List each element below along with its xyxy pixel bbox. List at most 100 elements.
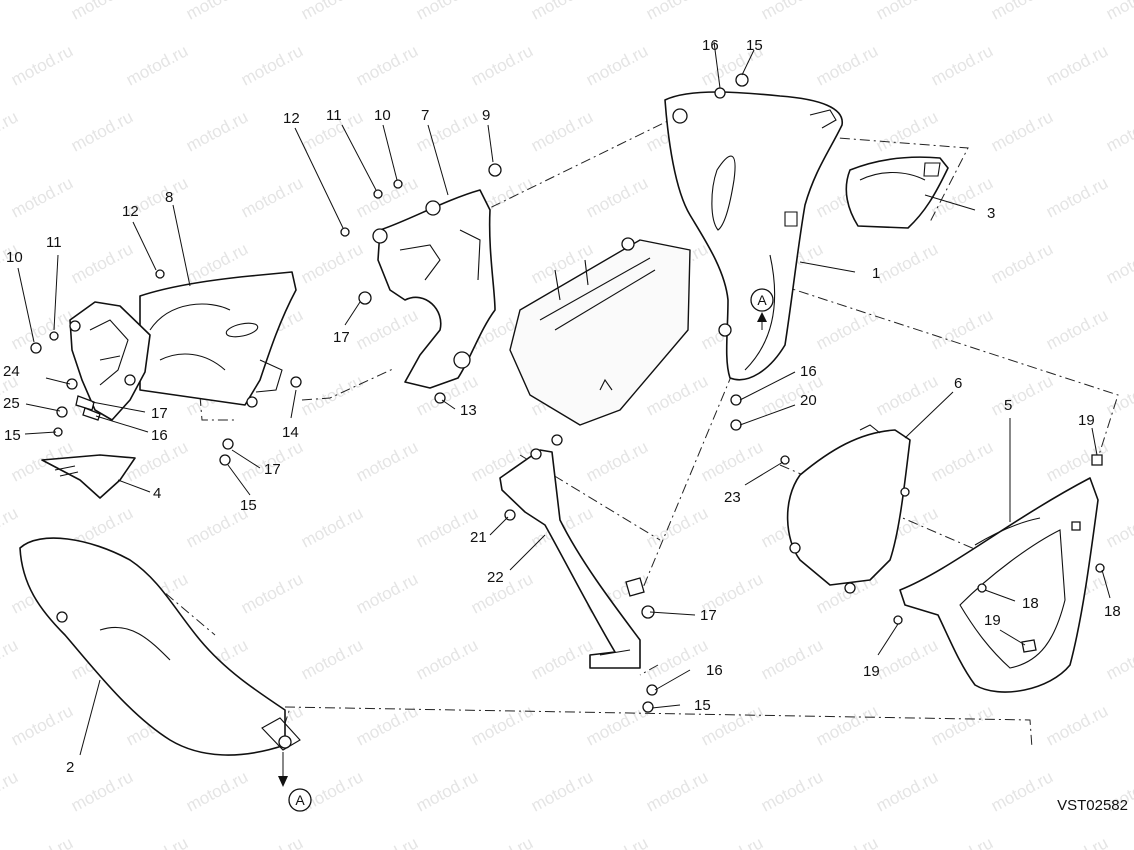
watermark-text: motod.ru bbox=[298, 239, 366, 287]
watermark-text: motod.ru bbox=[873, 0, 941, 24]
watermark-text: motod.ru bbox=[413, 635, 481, 683]
watermark-text: motod.ru bbox=[1103, 635, 1134, 683]
svg-text:A: A bbox=[757, 292, 767, 308]
watermark-text: motod.ru bbox=[298, 371, 366, 419]
callout-22: 22 bbox=[487, 569, 504, 586]
watermark-text: motod.ru bbox=[0, 767, 21, 815]
callout-17-left: 17 bbox=[151, 405, 168, 422]
watermark-text: motod.ru bbox=[8, 173, 76, 221]
watermark-text: motod.ru bbox=[1103, 503, 1134, 551]
watermark-text: motod.ru bbox=[988, 371, 1056, 419]
watermark-text: motod.ru bbox=[583, 173, 651, 221]
callout-15-top: 15 bbox=[746, 37, 763, 54]
callout-9: 9 bbox=[482, 107, 490, 124]
watermark-text: motod.ru bbox=[68, 107, 136, 155]
callout-1: 1 bbox=[872, 265, 880, 282]
watermark-text: motod.ru bbox=[0, 0, 21, 24]
callout-18-mid: 18 bbox=[1022, 595, 1039, 612]
part-7-central-bracket bbox=[372, 189, 496, 389]
watermark-text: motod.ru bbox=[353, 41, 421, 89]
watermark-text: motod.ru bbox=[758, 0, 826, 24]
watermark-text: motod.ru bbox=[8, 41, 76, 89]
watermark-text: motod.ru bbox=[528, 107, 596, 155]
watermark-text: motod.ru bbox=[928, 305, 996, 353]
watermark-text: motod.ru bbox=[928, 437, 996, 485]
watermark-text: motod.ru bbox=[583, 833, 651, 850]
watermark-text: motod.ru bbox=[468, 701, 536, 749]
watermark-text: motod.ru bbox=[528, 635, 596, 683]
callout-12-left: 12 bbox=[122, 203, 139, 220]
callout-6: 6 bbox=[954, 375, 962, 392]
watermark-text: motod.ru bbox=[68, 239, 136, 287]
callout-12-upper: 12 bbox=[283, 110, 300, 127]
part-4-trim bbox=[41, 454, 136, 499]
watermark-text: motod.ru bbox=[238, 569, 306, 617]
watermark-text: motod.ru bbox=[758, 635, 826, 683]
watermark-text: motod.ru bbox=[298, 0, 366, 24]
callout-25: 25 bbox=[3, 395, 20, 412]
callout-16-bottom: 16 bbox=[706, 662, 723, 679]
watermark-text: motod.ru bbox=[583, 437, 651, 485]
callout-11-upper: 11 bbox=[326, 107, 342, 124]
watermark-text: motod.ru bbox=[583, 41, 651, 89]
watermark-text: motod.ru bbox=[238, 173, 306, 221]
leader-lines bbox=[17, 41, 1111, 756]
watermark-text: motod.ru bbox=[643, 767, 711, 815]
watermark-text: motod.ru bbox=[68, 0, 136, 24]
watermark-text: motod.ru bbox=[353, 437, 421, 485]
watermark-text: motod.ru bbox=[643, 635, 711, 683]
watermark-text: motod.ru bbox=[238, 833, 306, 850]
watermark-text: motod.ru bbox=[413, 767, 481, 815]
watermark-text: motod.ru bbox=[353, 173, 421, 221]
watermark-text: motod.ru bbox=[8, 701, 76, 749]
watermark-text: motod.ru bbox=[813, 305, 881, 353]
callout-17-lower: 17 bbox=[264, 461, 281, 478]
callout-3: 3 bbox=[987, 205, 995, 222]
callout-11-left: 11 bbox=[46, 234, 62, 251]
watermark-text: motod.ru bbox=[988, 239, 1056, 287]
callout-4: 4 bbox=[153, 485, 161, 502]
watermark-text: motod.ru bbox=[1103, 371, 1134, 419]
watermark-text: motod.ru bbox=[123, 41, 191, 89]
watermark-text: motod.ru bbox=[583, 701, 651, 749]
watermark-text: motod.ru bbox=[1043, 173, 1111, 221]
watermark-text: motod.ru bbox=[468, 41, 536, 89]
watermark-text: motod.ru bbox=[928, 701, 996, 749]
callout-21: 21 bbox=[470, 529, 487, 546]
watermark-text: motod.ru bbox=[68, 767, 136, 815]
callout-16-top: 16 bbox=[702, 37, 719, 54]
watermark-text: motod.ru bbox=[238, 41, 306, 89]
watermark-text: motod.ru bbox=[873, 239, 941, 287]
watermark-text: motod.ru bbox=[873, 371, 941, 419]
callout-15-bottom: 15 bbox=[694, 697, 711, 714]
watermark-text: motod.ru bbox=[643, 371, 711, 419]
callout-10-upper: 10 bbox=[374, 107, 391, 124]
left-bracket-assembly bbox=[69, 301, 151, 421]
drawing-code: VST02582 bbox=[1057, 797, 1128, 814]
part-1-side-panel bbox=[664, 91, 843, 381]
watermark-text: motod.ru bbox=[1043, 305, 1111, 353]
reference-marker-a-lower: A bbox=[278, 752, 312, 812]
watermark-text: motod.ru bbox=[1103, 0, 1134, 24]
watermark-text: motod.ru bbox=[353, 305, 421, 353]
part-22-support-strut bbox=[499, 448, 645, 669]
watermark-text: motod.ru bbox=[988, 767, 1056, 815]
part-8-inner-panel bbox=[139, 271, 297, 408]
callout-15-lower: 15 bbox=[240, 497, 257, 514]
watermark-text: motod.ru bbox=[0, 635, 21, 683]
watermark-text: motod.ru bbox=[1103, 107, 1134, 155]
callout-24: 24 bbox=[3, 363, 20, 380]
radiator bbox=[509, 237, 691, 426]
callout-18-right: 18 bbox=[1104, 603, 1121, 620]
watermark-text: motod.ru bbox=[758, 767, 826, 815]
callout-5: 5 bbox=[1004, 397, 1012, 414]
watermark-text: motod.ru bbox=[123, 833, 191, 850]
callout-2: 2 bbox=[66, 759, 74, 776]
part-5-lower-fairing bbox=[899, 454, 1103, 693]
watermark-text: motod.ru bbox=[928, 833, 996, 850]
watermark-text: motod.ru bbox=[1043, 833, 1111, 850]
watermark-text: motod.ru bbox=[813, 41, 881, 89]
watermark-text: motod.ru bbox=[1103, 239, 1134, 287]
watermark-text: motod.ru bbox=[873, 767, 941, 815]
